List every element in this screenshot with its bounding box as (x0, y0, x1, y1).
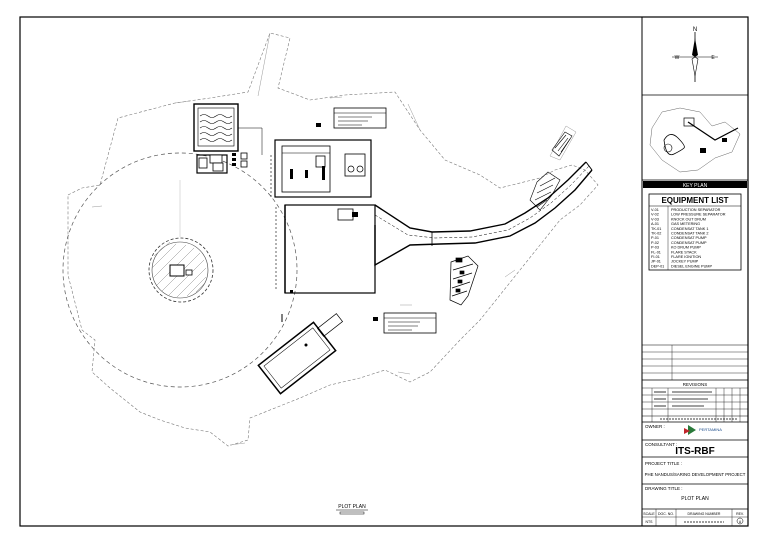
pertamina-logo: PERTAMINA (684, 425, 722, 435)
annotation-marks (91, 96, 516, 446)
drawing-title: PLOT PLAN (681, 496, 709, 502)
equipment-name: CONDENSAT PUMP (671, 241, 707, 245)
equipment-tag: P-03 (651, 246, 659, 250)
key-plan (649, 107, 741, 173)
revision-cells (654, 391, 738, 420)
lease-line (257, 32, 577, 161)
footer-rev-value: A (739, 520, 742, 524)
sheet-border (19, 16, 749, 527)
process-area (270, 139, 372, 198)
equipment-name: FLARE STACK (671, 250, 697, 254)
equipment-name: DIESEL ENGINE PUMP (671, 264, 712, 268)
footer-scale-value: NTS (646, 520, 654, 524)
notes-box-top (316, 107, 387, 129)
storage-building (257, 290, 344, 395)
plot-plan-caption: PLOT PLAN (336, 504, 368, 515)
equipment-tag: FL-01 (651, 250, 661, 254)
equipment-list-title: EQUIPMENT LIST (661, 196, 728, 205)
equipment-tag: TK-01 (651, 227, 661, 231)
tank-bund-upper (529, 171, 561, 211)
equipment-rows: V-01 PRODUCTION SEPARATOR V-02 LOW PRESSURE… (651, 208, 726, 268)
footer-rev-head: REV. (736, 512, 744, 516)
owner-label: OWNER : (645, 424, 665, 429)
equipment-name: LOW PRESSURE SEPARATOR (671, 213, 726, 217)
equipment-tag: DEP-01 (651, 264, 664, 268)
revisions-heading: REVISIONS (683, 382, 708, 387)
equipment-name: PRODUCTION SEPARATOR (671, 208, 721, 212)
north-arrow: N W E (672, 27, 718, 82)
flare-area (62, 152, 298, 388)
equipment-name: JOCKEY PUMP (671, 260, 699, 264)
title-block-frame (641, 16, 749, 527)
drawing-title-label: DRAWING TITLE : (645, 486, 683, 491)
equipment-name: CONDENSAT PUMP (671, 236, 707, 240)
site-boundary (67, 32, 599, 447)
key-plan-label: KEY PLAN (683, 183, 708, 189)
equipment-name: GAS METERING (671, 222, 700, 226)
footer-scale-head: SCALE (643, 512, 655, 516)
consultant-name: ITS-RBF (675, 446, 714, 457)
project-title: PHE NANDUS/SARING DEVELOPMENT PROJECT (645, 472, 746, 477)
caption-text: PLOT PLAN (338, 504, 366, 510)
firewater-tank-area (193, 103, 263, 174)
equipment-tag: FI-01 (651, 255, 660, 259)
revision-table (642, 344, 748, 526)
owner-company: PERTAMINA (699, 427, 722, 432)
west-label: W (675, 55, 680, 61)
project-label: PROJECT TITLE : (645, 461, 682, 466)
equipment-name: FLARE IGNITION (671, 255, 701, 259)
equipment-tag: V-02 (651, 213, 659, 217)
equipment-tag: P-02 (651, 241, 659, 245)
east-label: E (711, 55, 715, 61)
tank-bund-lower (449, 255, 479, 306)
notes-box-bottom (373, 312, 437, 334)
equipment-name: KNOCK OUT DRUM (671, 217, 706, 221)
equipment-name: CONDENSAT TANK 1 (671, 227, 709, 231)
hatch-upper-right (551, 131, 573, 157)
footer-doc-head: DOC. NO. (658, 512, 674, 516)
north-label: N (693, 27, 697, 33)
equipment-tag: TK-02 (651, 232, 661, 236)
equipment-name: CONDENSAT TANK 2 (671, 232, 709, 236)
equipment-tag: A-01 (651, 222, 659, 226)
main-pad (275, 204, 376, 294)
consultant-label: CONSULTANT : (645, 442, 677, 447)
equipment-tag: V-01 (651, 208, 659, 212)
equipment-tag: P-01 (651, 236, 659, 240)
equipment-tag: JP-01 (651, 260, 661, 264)
equipment-name: KO DRUM PUMP (671, 246, 701, 250)
equipment-tag: V-03 (651, 217, 659, 221)
access-road (374, 161, 593, 267)
footer-drawing-head: DRAWING NUMBER (688, 512, 721, 516)
